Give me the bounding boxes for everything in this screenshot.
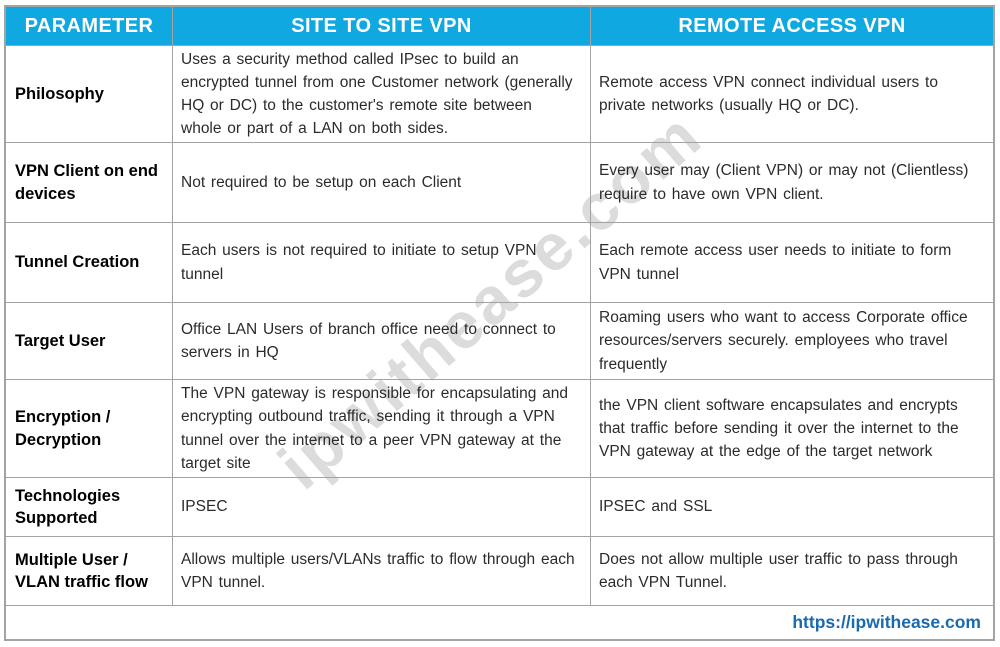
param-multiple-user: Multiple User / VLAN traffic flow — [6, 537, 173, 606]
remote-access-vpn-client: Every user may (Client VPN) or may not (… — [591, 143, 993, 223]
site-to-site-target-user: Office LAN Users of branch office need t… — [173, 303, 591, 380]
param-philosophy: Philosophy — [6, 46, 173, 143]
footer-row: https://ipwithease.com — [6, 606, 993, 639]
remote-access-philosophy: Remote access VPN connect individual use… — [591, 46, 993, 143]
site-to-site-philosophy: Uses a security method called IPsec to b… — [173, 46, 591, 143]
remote-access-technologies: IPSEC and SSL — [591, 478, 993, 537]
site-to-site-multiple-user: Allows multiple users/VLANs traffic to f… — [173, 537, 591, 606]
remote-access-tunnel-creation: Each remote access user needs to initiat… — [591, 223, 993, 303]
param-vpn-client: VPN Client on end devices — [6, 143, 173, 223]
param-encryption-decryption: Encryption / Decryption — [6, 380, 173, 478]
site-to-site-encryption: The VPN gateway is responsible for encap… — [173, 380, 591, 478]
site-to-site-technologies: IPSEC — [173, 478, 591, 537]
remote-access-target-user: Roaming users who want to access Corpora… — [591, 303, 993, 380]
param-tunnel-creation: Tunnel Creation — [6, 223, 173, 303]
header-remote-access-vpn: REMOTE ACCESS VPN — [591, 7, 993, 46]
header-site-to-site-vpn: SITE TO SITE VPN — [173, 7, 591, 46]
site-to-site-tunnel-creation: Each users is not required to initiate t… — [173, 223, 591, 303]
remote-access-encryption: the VPN client software encapsulates and… — [591, 380, 993, 478]
remote-access-multiple-user: Does not allow multiple user traffic to … — [591, 537, 993, 606]
site-to-site-vpn-client: Not required to be setup on each Client — [173, 143, 591, 223]
param-target-user: Target User — [6, 303, 173, 380]
header-parameter: PARAMETER — [6, 7, 173, 46]
footer-site-link[interactable]: https://ipwithease.com — [792, 612, 981, 632]
vpn-comparison-table: PARAMETER SITE TO SITE VPN REMOTE ACCESS… — [4, 5, 995, 641]
param-technologies: Technologies Supported — [6, 478, 173, 537]
